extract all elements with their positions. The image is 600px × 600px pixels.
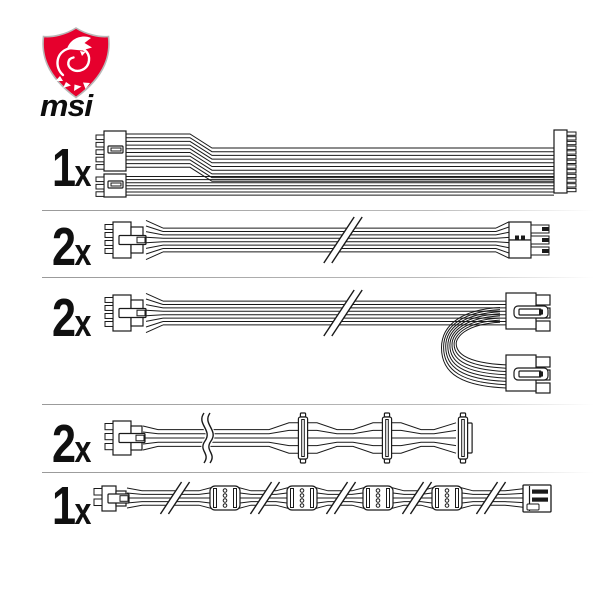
dragon-icon xyxy=(55,36,92,91)
qty-label-sata-cable: 2x xyxy=(52,414,91,474)
atx-24pin-cable-icon xyxy=(95,129,577,198)
qty-label-molex-cable: 1x xyxy=(52,476,91,536)
qty-label-pcie-cable: 2x xyxy=(52,288,91,348)
msi-shield-icon xyxy=(42,27,110,99)
qty-label-atx-cable: 1x xyxy=(52,138,91,198)
row-divider xyxy=(42,210,594,211)
molex-peripheral-cable-icon xyxy=(93,481,552,515)
eps-4plus4-cpu-cable-icon xyxy=(104,216,550,264)
row-divider xyxy=(42,277,594,278)
row-divider xyxy=(42,404,594,405)
msi-logo xyxy=(36,24,126,124)
msi-wordmark: msi xyxy=(40,88,93,123)
qty-label-cpu-cable: 2x xyxy=(52,217,91,277)
row-divider xyxy=(42,472,594,473)
sata-power-cable-icon xyxy=(104,410,473,466)
pcie-dual-6plus2-cable-icon xyxy=(104,289,551,394)
